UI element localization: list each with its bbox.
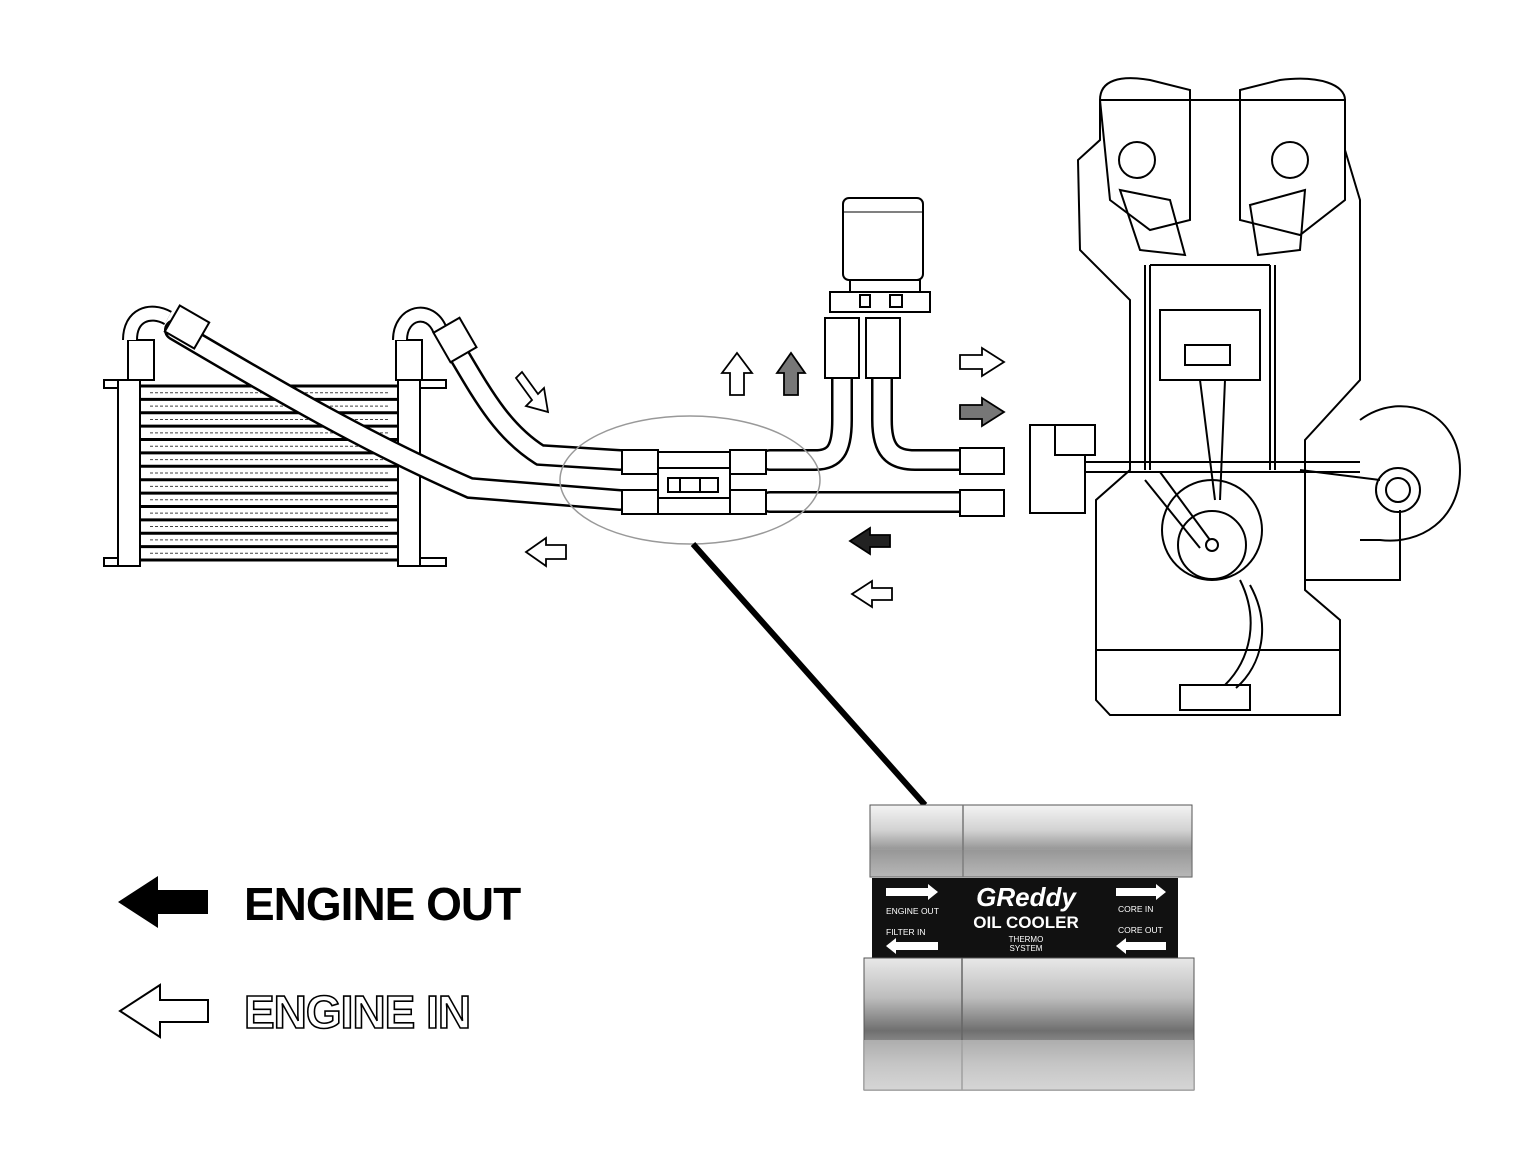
plate-filter-in-label: FILTER IN: [886, 927, 926, 937]
sandwich-plate-drawing: [657, 451, 731, 515]
oil-lines: [164, 319, 976, 513]
engine-out-arrow-icon: [118, 876, 208, 928]
flow-arrow-up-gray: [775, 351, 807, 396]
plate-arrow-left-icon: [886, 938, 938, 954]
oil-filter: [829, 197, 931, 313]
plate-subtitle-line2: SYSTEM: [1010, 944, 1043, 953]
legend-engine-in-label: ENGINE IN: [244, 986, 470, 1038]
plate-arrow-right-icon: [886, 884, 938, 900]
plate-arrow-left-icon-2: [1116, 938, 1166, 954]
leader-line: [690, 542, 928, 807]
plate-brand-logo: GReddy: [976, 882, 1077, 912]
engine-cutaway: [1029, 77, 1462, 716]
plate-subtitle-line1: THERMO: [1009, 935, 1044, 944]
cooler-core-fins: [140, 384, 398, 562]
plate-core-in-label: CORE IN: [1118, 904, 1153, 914]
plate-core-out-label: CORE OUT: [1118, 925, 1163, 935]
flow-arrow-down-right: [514, 370, 550, 414]
highlight-ellipse: [559, 415, 821, 545]
product-photo: GReddy OIL COOLER THERMO SYSTEM ENGINE O…: [863, 804, 1195, 1091]
flow-arrow-right-hollow: [959, 346, 1006, 378]
flow-arrow-left-hollow-2: [850, 579, 893, 609]
legend-engine-out-label: ENGINE OUT: [244, 878, 521, 930]
flow-arrow-up-hollow: [720, 351, 754, 396]
engine-in-arrow-icon: [118, 983, 209, 1039]
plate-arrow-right-icon-2: [1116, 884, 1166, 900]
flow-arrow-left-black: [848, 526, 891, 556]
hose-fittings: [163, 304, 1005, 517]
legend: ENGINE OUT ENGINE IN: [118, 876, 522, 1039]
plate-title: OIL COOLER: [973, 913, 1078, 932]
oil-cooler-core: [103, 305, 448, 567]
flow-arrow-right-gray: [959, 396, 1006, 428]
plate-engine-out-label: ENGINE OUT: [886, 906, 939, 916]
flow-arrows: [514, 346, 1006, 609]
flow-arrow-left-hollow: [524, 536, 567, 568]
